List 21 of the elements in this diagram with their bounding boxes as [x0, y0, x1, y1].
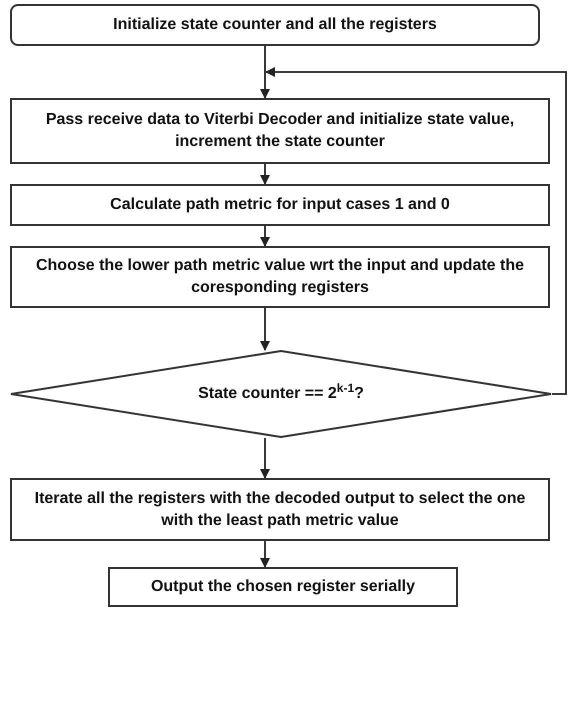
node-text: Choose the lower path metric value wrt the input and update the coresponding registers	[34, 256, 526, 298]
node-text: Iterate all the registers with the decoded output to select the one with the least path metric value	[34, 488, 526, 530]
process-box	[10, 98, 550, 164]
node-text: Output the chosen register serially	[150, 577, 416, 597]
decision-diamond	[10, 350, 552, 438]
process-box	[10, 184, 550, 226]
arrow	[260, 438, 270, 479]
process-box	[108, 567, 458, 607]
node-text: Pass receive data to Viterbi Decoder and initialize state value, increment the state counter	[44, 110, 516, 152]
start-box	[10, 4, 540, 46]
arrow	[260, 226, 270, 247]
node-text: State counter == 2$^{k-1}$?	[197, 383, 365, 404]
arrow	[260, 164, 270, 185]
arrow	[260, 541, 270, 568]
arrow	[260, 308, 270, 351]
arrow	[265, 67, 567, 395]
process-box	[10, 246, 550, 308]
process-box	[10, 478, 550, 541]
node-text: Calculate path metric for input cases 1 and 0	[109, 195, 451, 215]
node-text: Initialize state counter and all the registers	[112, 15, 438, 35]
arrow	[260, 46, 270, 99]
